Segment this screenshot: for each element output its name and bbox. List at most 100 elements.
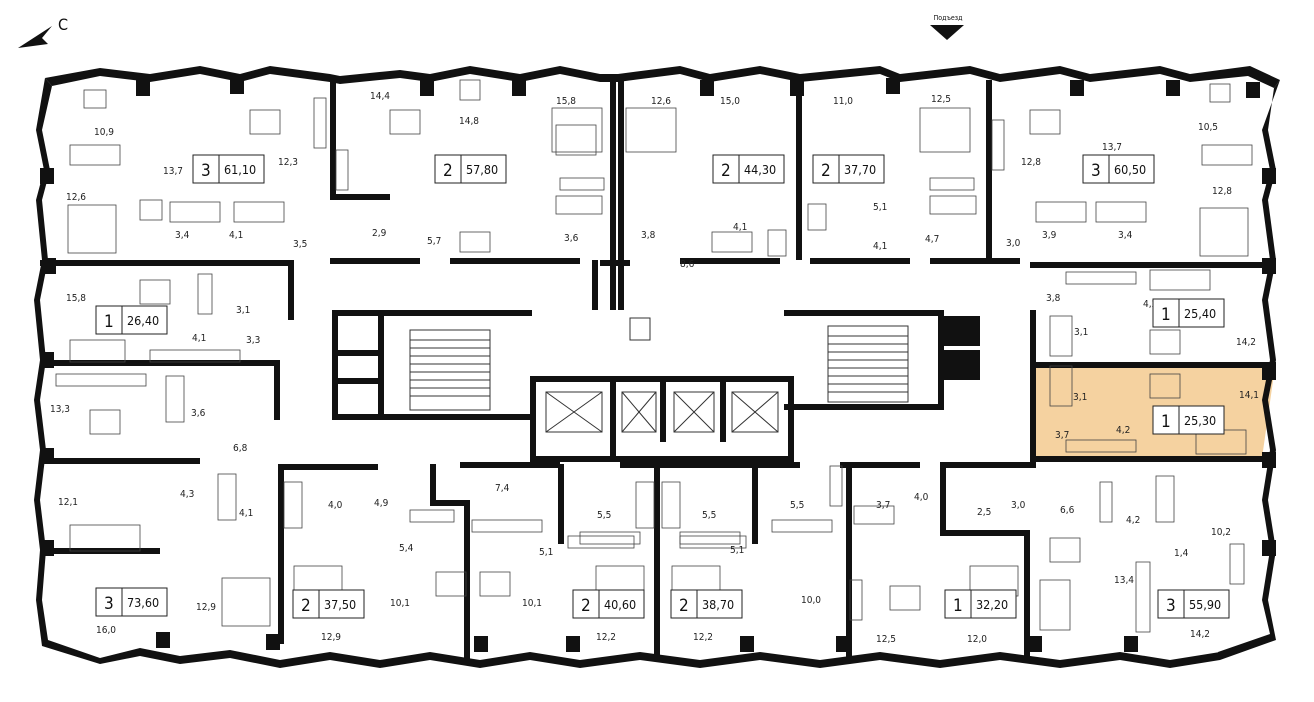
- room-area: 4,0: [914, 492, 929, 503]
- badge-frame: [712, 154, 785, 184]
- apartment-badge[interactable]: 2 44,30: [712, 154, 785, 184]
- badge-frame: [1157, 589, 1230, 619]
- room-area: 3,1: [1073, 392, 1087, 403]
- room-area: 5,7: [427, 236, 441, 247]
- room-area: 12,0: [967, 634, 987, 645]
- outer-walls: [34, 66, 1280, 668]
- badge-rooms: 3: [104, 594, 114, 614]
- badge-rooms: 3: [201, 161, 211, 181]
- apartment-badge[interactable]: 2 37,70: [812, 154, 885, 184]
- room-area: 14,4: [370, 91, 390, 102]
- room-area: 5,5: [597, 510, 611, 521]
- badge-frame: [292, 589, 365, 619]
- badge-frame: [944, 589, 1017, 619]
- badge-frame: [1152, 298, 1225, 328]
- north-arrow-icon: [18, 26, 52, 48]
- room-area: 16,0: [96, 625, 116, 636]
- room-area: 14,1: [1239, 390, 1259, 401]
- room-area: 4,2: [1126, 515, 1140, 526]
- room-area: 3,7: [876, 500, 890, 511]
- badge-rooms: 2: [721, 161, 731, 181]
- badge-area: 32,20: [976, 597, 1008, 612]
- entrance-marker[interactable]: Подъезд: [930, 14, 964, 40]
- apartment-badge[interactable]: 1 25,40: [1152, 298, 1225, 328]
- room-area: 10,1: [522, 598, 542, 609]
- room-area: 5,1: [873, 202, 887, 213]
- room-area: 4,1: [733, 222, 747, 233]
- badge-rooms: 3: [1166, 596, 1176, 616]
- room-area: 5,5: [702, 510, 716, 521]
- apartment-badge[interactable]: 2 57,80: [434, 154, 507, 184]
- room-area: 15,8: [556, 96, 576, 107]
- badge-area: 44,30: [744, 162, 776, 177]
- room-area: 3,9: [1042, 230, 1057, 241]
- room-area: 4,2: [1116, 425, 1130, 436]
- badge-area: 55,90: [1189, 597, 1221, 612]
- badge-rooms: 3: [1091, 161, 1101, 181]
- room-area: 6,6: [1060, 505, 1075, 516]
- apartment-badge[interactable]: 2 40,60: [572, 589, 645, 619]
- room-area: 3,4: [1118, 230, 1133, 241]
- room-area: 13,4: [1114, 575, 1134, 586]
- room-area: 5,5: [790, 500, 804, 511]
- room-area: 3,3: [246, 335, 260, 346]
- badge-area: 38,70: [702, 597, 734, 612]
- apartment-badge[interactable]: 2 38,70: [670, 589, 743, 619]
- apartment-badge[interactable]: 1 26,40: [95, 305, 168, 335]
- room-area: 3,8: [641, 230, 656, 241]
- badge-rooms: 1: [1161, 412, 1171, 432]
- room-area: 15,8: [66, 293, 86, 304]
- badge-frame: [572, 589, 645, 619]
- apartment-badge[interactable]: 3 73,60: [95, 587, 168, 617]
- room-area: 12,1: [58, 497, 78, 508]
- badge-frame: [434, 154, 507, 184]
- apartment-badge[interactable]: 2 37,50: [292, 589, 365, 619]
- apartment-badges[interactable]: 3 61,10 2 57,80 2 44,30 2 37,70 3 60,50: [95, 154, 1230, 619]
- room-area: 10,2: [1211, 527, 1231, 538]
- room-area: 10,9: [94, 127, 114, 138]
- room-area: 3,5: [293, 239, 307, 250]
- room-area: 12,6: [651, 96, 671, 107]
- badge-frame: [95, 305, 168, 335]
- room-area: 4,3: [180, 489, 194, 500]
- badge-rooms: 1: [953, 596, 963, 616]
- badge-frame: [1082, 154, 1155, 184]
- room-area: 10,1: [390, 598, 410, 609]
- building-core: [332, 310, 980, 462]
- badge-area: 60,50: [1114, 162, 1146, 177]
- room-area: 4,9: [374, 498, 389, 509]
- room-area: 11,0: [833, 96, 853, 107]
- room-area: 12,6: [66, 192, 86, 203]
- apartment-badge[interactable]: 3 61,10: [192, 154, 265, 184]
- room-area: 8,6: [680, 259, 695, 270]
- room-area: 2,5: [977, 507, 991, 518]
- room-area: 5,1: [539, 547, 553, 558]
- room-area: 3,0: [1011, 500, 1026, 511]
- room-area: 3,1: [236, 305, 250, 316]
- badge-area: 37,50: [324, 597, 356, 612]
- room-area: 12,5: [931, 94, 951, 105]
- room-area: 4,1: [192, 333, 206, 344]
- room-area: 4,1: [873, 241, 887, 252]
- apartment-badge[interactable]: 3 60,50: [1082, 154, 1155, 184]
- badge-frame: [812, 154, 885, 184]
- room-area: 13,7: [1102, 142, 1122, 153]
- badge-rooms: 2: [581, 596, 591, 616]
- apartment-badge[interactable]: 1 25,30: [1152, 405, 1225, 435]
- room-area: 12,2: [596, 632, 616, 643]
- room-area: 4,7: [925, 234, 939, 245]
- room-area: 14,2: [1236, 337, 1256, 348]
- partition-walls: [40, 76, 1276, 660]
- room-area-labels: 10,9 13,7 12,3 14,4 14,8 15,8 12,6 15,0 …: [50, 91, 1259, 645]
- room-area: 13,3: [50, 404, 70, 415]
- room-area: 3,6: [564, 233, 579, 244]
- badge-rooms: 1: [1161, 305, 1171, 325]
- room-area: 6,8: [233, 443, 248, 454]
- room-area: 12,8: [1212, 186, 1232, 197]
- apartment-badge[interactable]: 3 55,90: [1157, 589, 1230, 619]
- badge-rooms: 2: [821, 161, 831, 181]
- room-area: 13,7: [163, 166, 183, 177]
- room-area: 10,0: [801, 595, 821, 606]
- apartment-badge[interactable]: 1 32,20: [944, 589, 1017, 619]
